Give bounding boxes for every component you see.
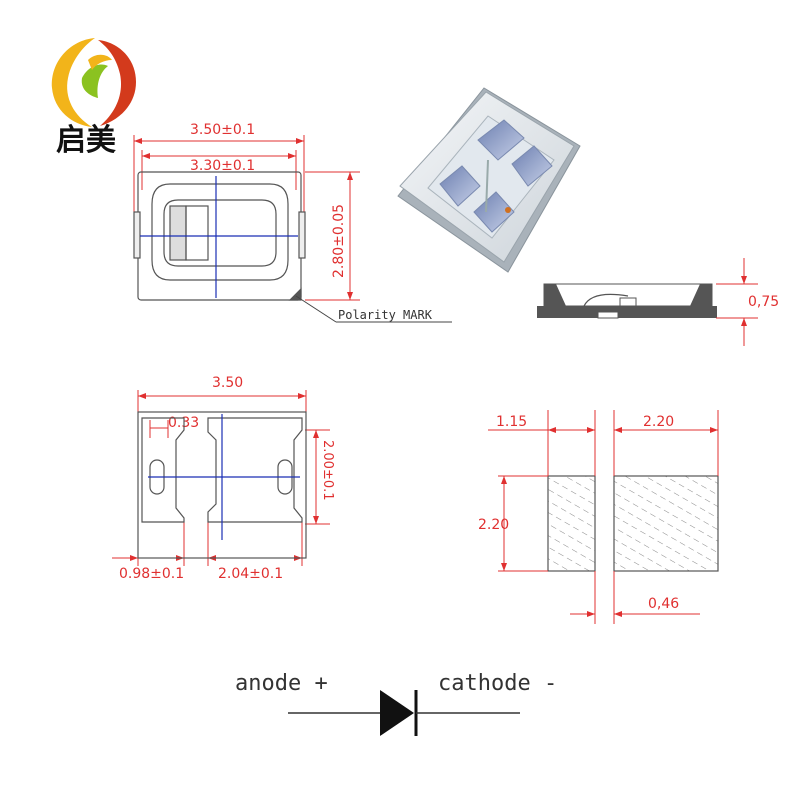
logo-mark-icon	[51, 38, 136, 127]
footprint-gap-label: 0,46	[648, 596, 679, 612]
diode-symbol-icon	[288, 690, 520, 736]
bottom-view-dimension-lines	[112, 390, 330, 566]
top-height-label: 2.80±0.05	[331, 204, 347, 278]
bottom-view-centerlines	[148, 414, 300, 540]
side-view-dimension-lines	[716, 258, 758, 346]
polarity-leader	[295, 295, 452, 323]
led-chip-1	[477, 119, 525, 161]
top-view-centerlines	[140, 176, 298, 298]
company-logo: 启美	[51, 38, 136, 158]
anode-label: anode +	[235, 671, 328, 696]
bottom-pad-height-label: 2.00±0.1	[320, 440, 335, 501]
recommended-footprint: 1.15 2.20 2.20 0,46	[478, 410, 719, 624]
footprint-right-width-label: 2.20	[643, 414, 674, 430]
top-view: 3.50±0.1 3.30±0.1 2.80±0.05 Polarity MAR…	[133, 122, 452, 323]
package-3d-render	[397, 87, 581, 273]
polarity-mark-label: Polarity MARK	[338, 308, 433, 322]
side-view-base	[537, 306, 717, 318]
logo-text: 启美	[56, 123, 116, 158]
bottom-view: 3.50 0.33 2.00±0.1 0.98±0.1 2.04±0.1	[112, 375, 335, 582]
footprint-height-label: 2.20	[478, 517, 509, 533]
top-outer-width-label: 3.50±0.1	[190, 122, 255, 138]
led-chip-3	[439, 165, 481, 207]
diode-pinout: anode + cathode -	[235, 671, 557, 736]
bottom-width-label: 3.50	[212, 375, 243, 391]
side-view: 0,75	[537, 258, 779, 346]
top-view-dimension-lines	[133, 135, 360, 301]
cathode-label: cathode -	[438, 671, 557, 696]
footprint-left-width-label: 1.15	[496, 414, 527, 430]
bottom-right-pad-width-label: 2.04±0.1	[218, 566, 283, 582]
side-thickness-label: 0,75	[748, 294, 779, 310]
footprint-pad-right	[613, 475, 719, 572]
bottom-left-pad-width-label: 0.98±0.1	[119, 566, 184, 582]
led-chip-2	[511, 145, 553, 187]
footprint-dimension-lines	[488, 410, 719, 624]
led-chip-4	[473, 191, 515, 233]
top-inner-width-label: 3.30±0.1	[190, 158, 255, 174]
footprint-pad-left	[547, 475, 596, 572]
